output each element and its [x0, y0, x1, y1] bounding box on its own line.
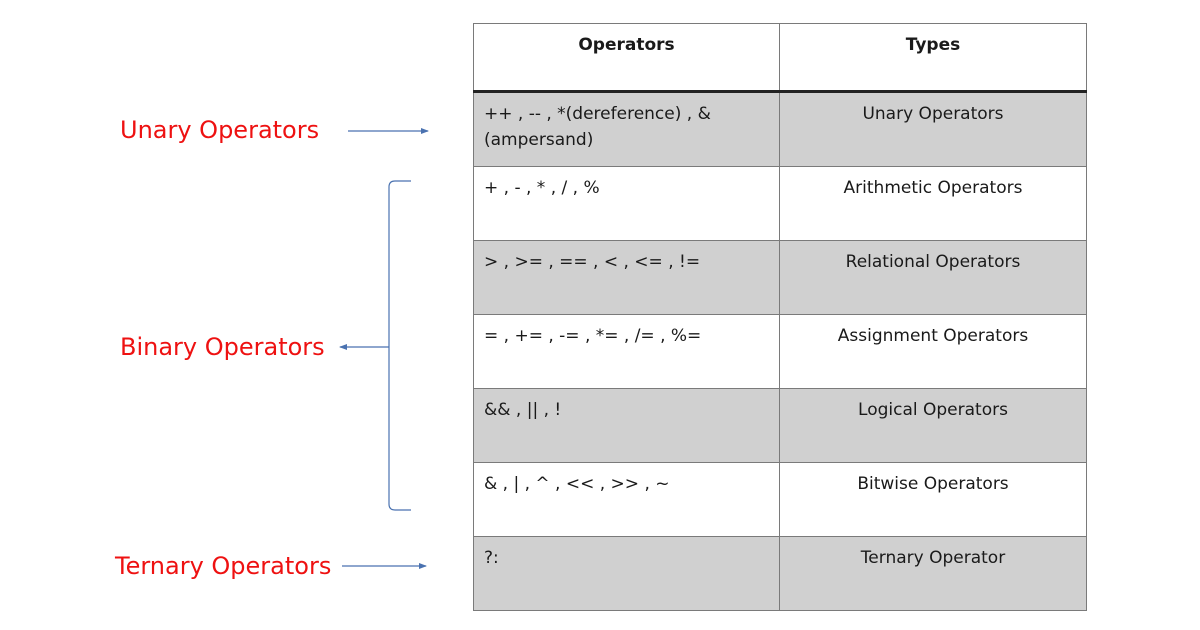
type-cell: Bitwise Operators: [779, 462, 1087, 537]
operators-cell: + , - , * , / , %: [473, 166, 780, 241]
type-cell: Logical Operators: [779, 388, 1087, 463]
operators-cell: & , | , ^ , << , >> , ~: [473, 462, 780, 537]
operators-cell: > , >= , == , < , <= , !=: [473, 240, 780, 315]
operators-cell: = , += , -= , *= , /= , %=: [473, 314, 780, 389]
ternary-operators-label: Ternary Operators: [115, 552, 332, 580]
type-cell: Arithmetic Operators: [779, 166, 1087, 241]
operators-table: Operators Types ++ , -- , *(dereference)…: [473, 23, 1087, 611]
type-cell: Ternary Operator: [779, 536, 1087, 611]
table-row-relational: > , >= , == , < , <= , != Relational Ope…: [473, 240, 1087, 315]
table-row-arithmetic: + , - , * , / , % Arithmetic Operators: [473, 166, 1087, 241]
table-row-ternary: ?: Ternary Operator: [473, 536, 1087, 611]
operators-cell: && , || , !: [473, 388, 780, 463]
operators-column-header: Operators: [473, 23, 780, 93]
operators-cell: ++ , -- , *(dereference) , &(ampersand): [473, 91, 780, 167]
binary-operators-label: Binary Operators: [120, 333, 325, 361]
type-cell: Unary Operators: [779, 91, 1087, 167]
types-column-header: Types: [779, 23, 1087, 93]
table-header-row: Operators Types: [473, 23, 1087, 93]
table-row-logical: && , || , ! Logical Operators: [473, 388, 1087, 463]
binary-bracket: [388, 180, 411, 511]
unary-operators-label: Unary Operators: [120, 116, 320, 144]
operators-cell: ?:: [473, 536, 780, 611]
table-row-unary: ++ , -- , *(dereference) , &(ampersand) …: [473, 91, 1087, 167]
table-row-assignment: = , += , -= , *= , /= , %= Assignment Op…: [473, 314, 1087, 389]
type-cell: Relational Operators: [779, 240, 1087, 315]
table-row-bitwise: & , | , ^ , << , >> , ~ Bitwise Operator…: [473, 462, 1087, 537]
type-cell: Assignment Operators: [779, 314, 1087, 389]
